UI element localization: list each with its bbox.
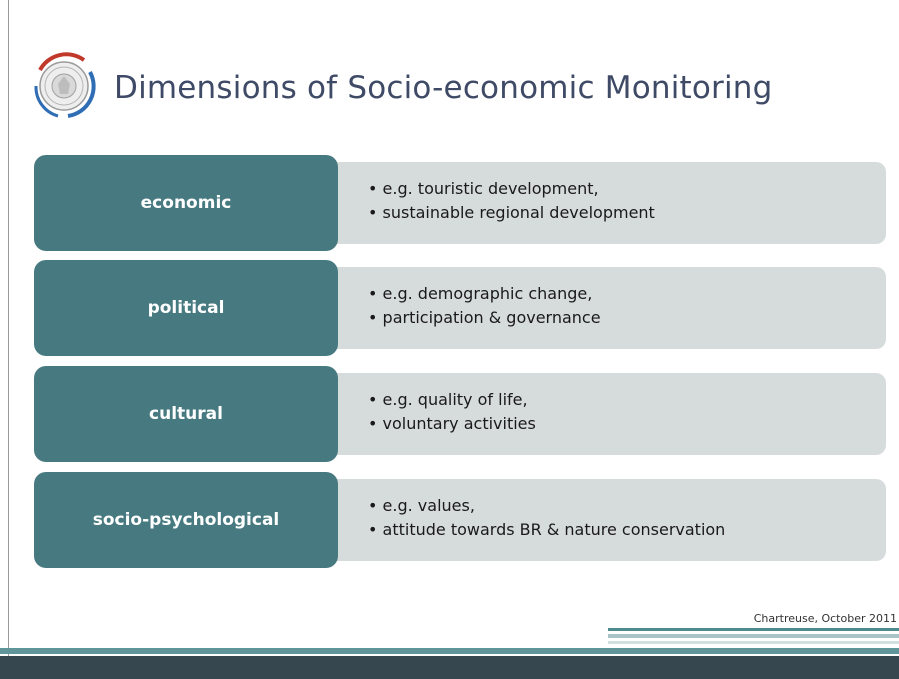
bullet-item: e.g. demographic change, bbox=[368, 282, 601, 306]
footer-accent-bar-1 bbox=[608, 628, 899, 631]
dimension-row: political e.g. demographic change,partici… bbox=[34, 260, 886, 356]
footer-accent-bar-2 bbox=[608, 634, 899, 638]
dimension-label: socio-psychological bbox=[34, 472, 338, 568]
bullet-item: sustainable regional development bbox=[368, 201, 655, 225]
bullet-item: voluntary activities bbox=[368, 412, 536, 436]
bullet-item: e.g. touristic development, bbox=[368, 177, 655, 201]
dimension-label: economic bbox=[34, 155, 338, 251]
bullet-item: attitude towards BR & nature conservatio… bbox=[368, 518, 726, 542]
university-seal-logo bbox=[34, 52, 96, 118]
bullet-item: e.g. values, bbox=[368, 494, 725, 518]
dimension-label: cultural bbox=[34, 366, 338, 462]
dimension-row: socio-psychological e.g. values,attitude … bbox=[34, 472, 886, 568]
footer-band-light bbox=[0, 648, 899, 654]
dimension-bullet-list: e.g. demographic change,participation & … bbox=[368, 282, 601, 330]
slide-title: Dimensions of Socio-economic Monitoring bbox=[114, 70, 773, 106]
footer-accent-bar-3 bbox=[608, 641, 899, 644]
footer-band-dark bbox=[0, 656, 899, 679]
dimension-bullet-list: e.g. touristic development,sustainable r… bbox=[368, 177, 655, 225]
footer-location-date: Chartreuse, October 2011 bbox=[753, 612, 897, 625]
slide-top-edge bbox=[0, 0, 899, 8]
bullet-item: e.g. quality of life, bbox=[368, 388, 536, 412]
bullet-item: participation & governance bbox=[368, 306, 601, 330]
dimension-label: political bbox=[34, 260, 338, 356]
dimension-row: economic e.g. touristic development,susta… bbox=[34, 155, 886, 251]
dimension-row: cultural e.g. quality of life,voluntary a… bbox=[34, 366, 886, 462]
slide-left-edge bbox=[0, 0, 9, 679]
dimension-bullet-list: e.g. quality of life,voluntary activitie… bbox=[368, 388, 536, 436]
dimension-bullet-list: e.g. values,attitude towards BR & nature… bbox=[368, 494, 726, 542]
